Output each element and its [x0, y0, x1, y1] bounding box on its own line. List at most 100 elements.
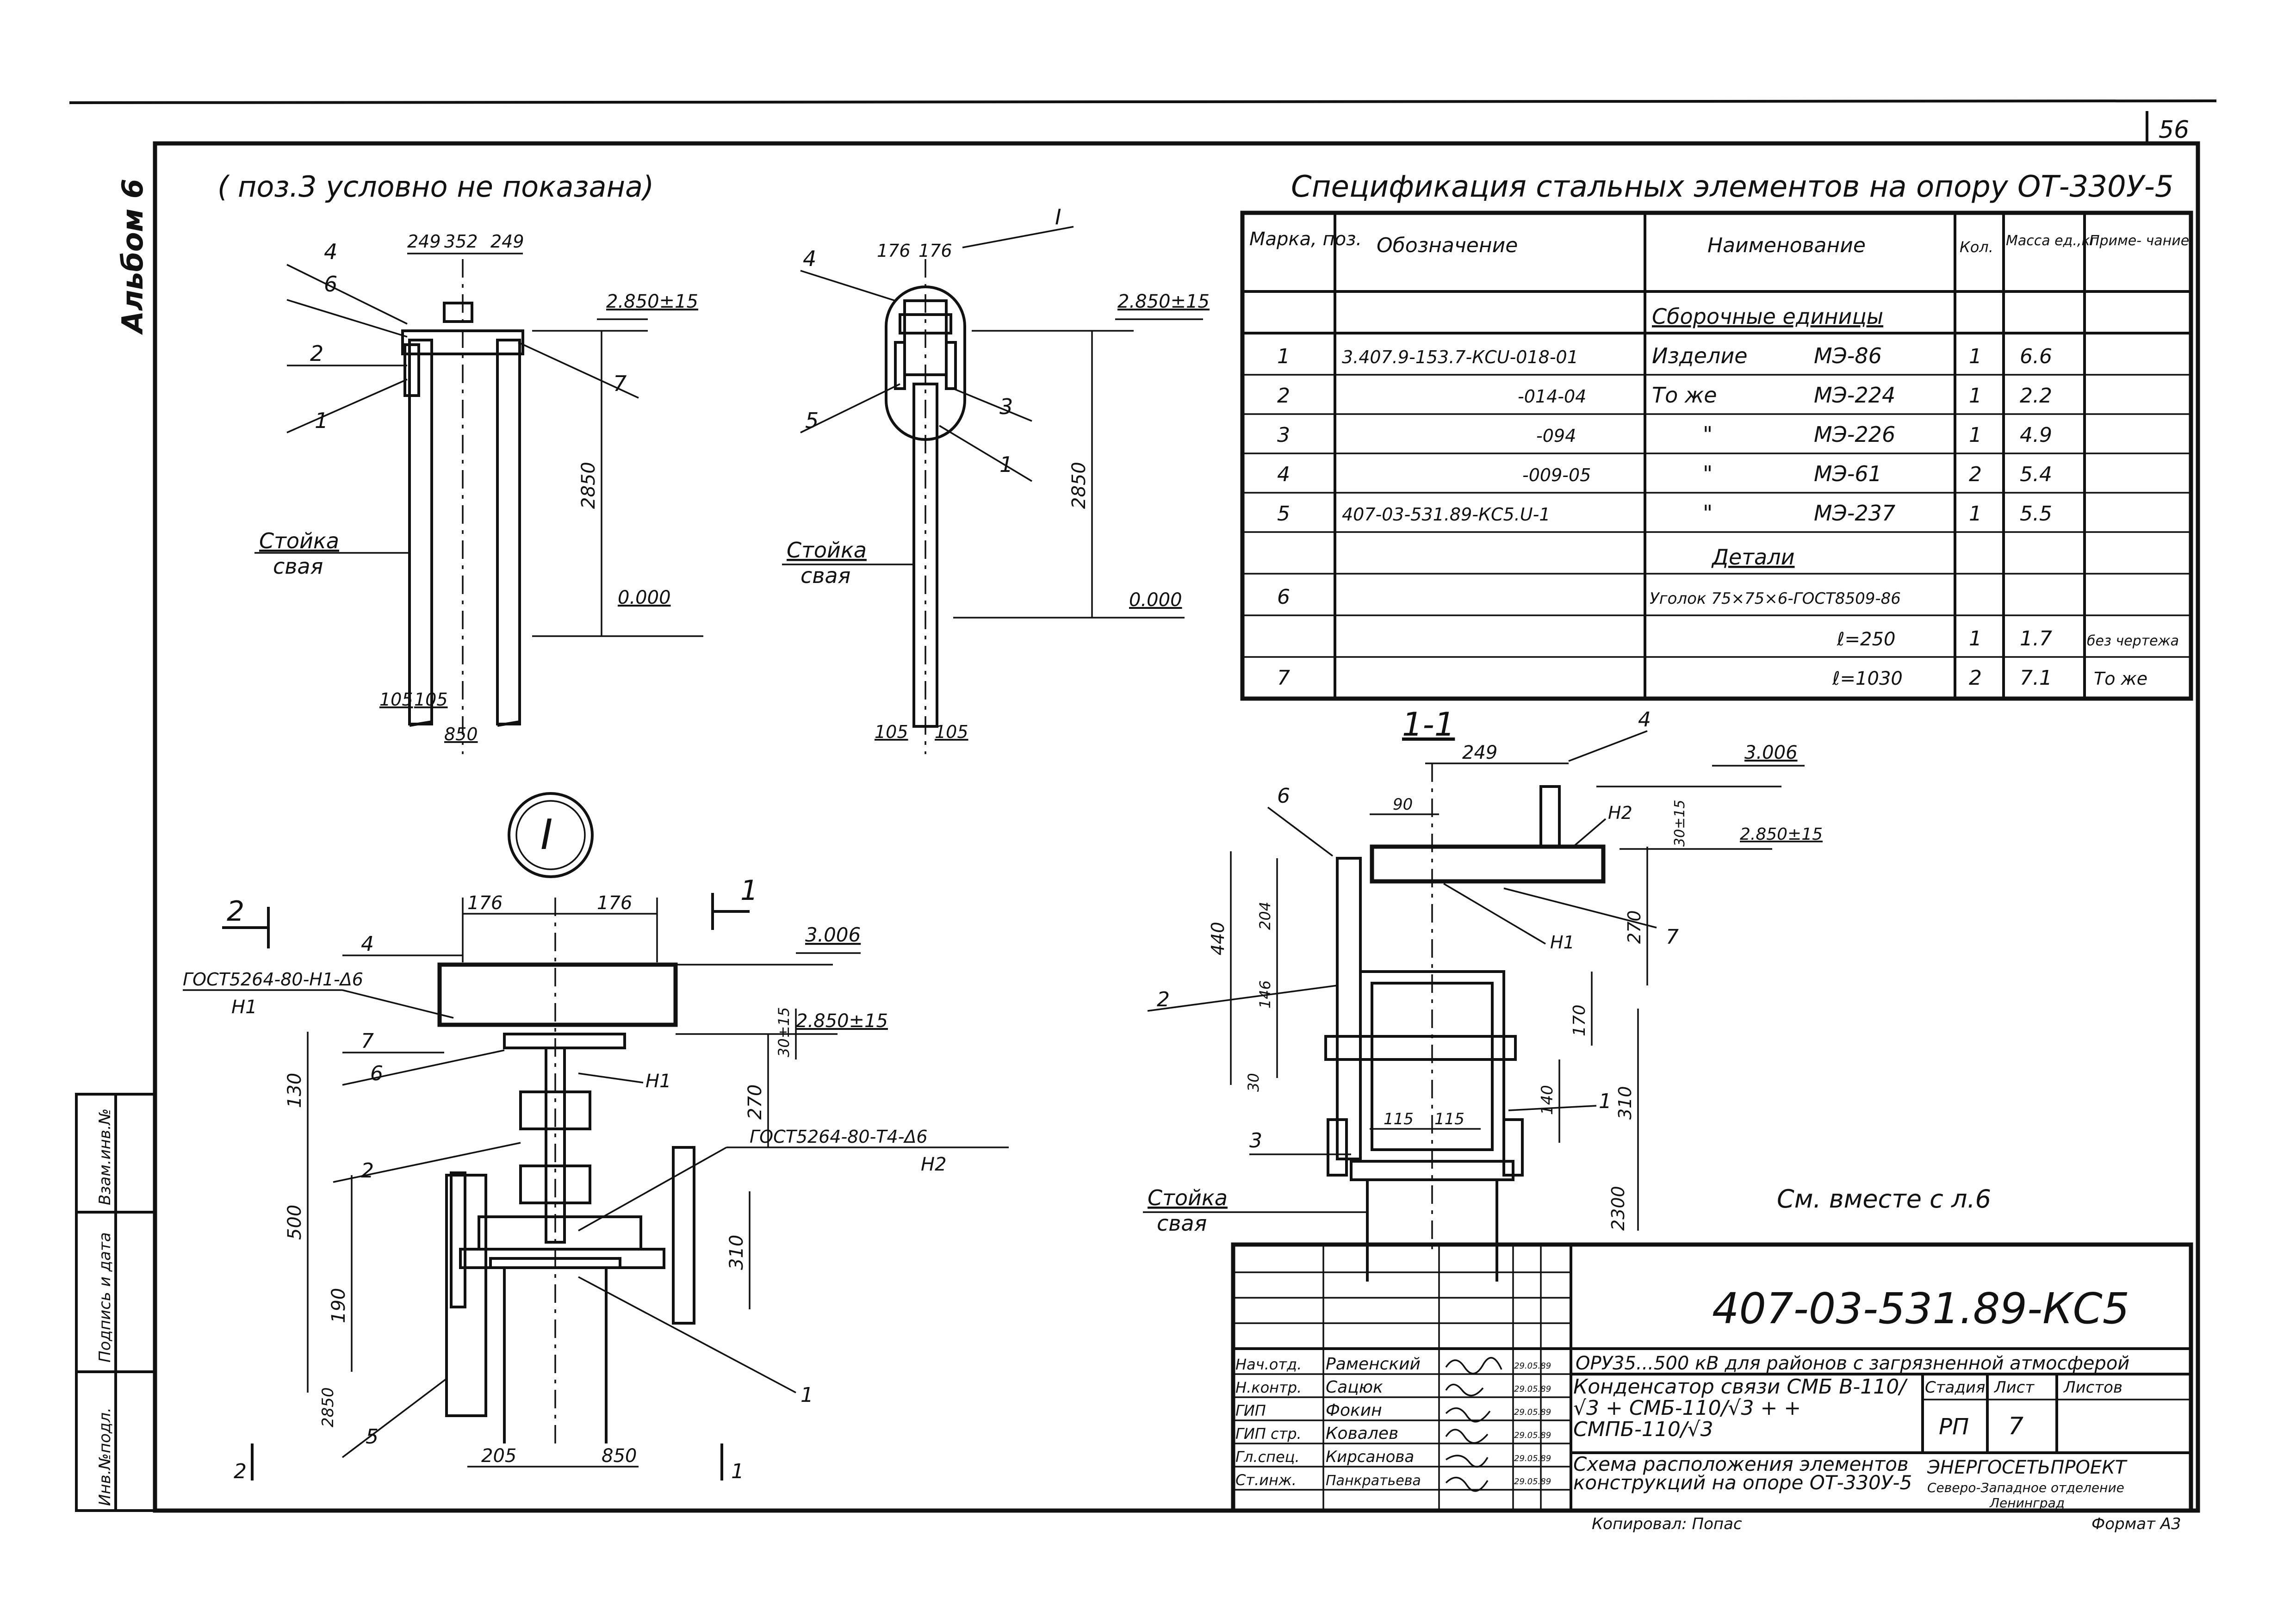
nd-elev-mid: 2.850±15 [796, 1010, 888, 1032]
tb-name-2: Сацюк [1326, 1378, 1383, 1397]
vf-bdim-3: 850 [444, 724, 478, 744]
s11-dim-310: 310 [1615, 1086, 1635, 1120]
top-border-line [69, 99, 2217, 104]
spec-r5-qty: 1 [1969, 502, 1982, 526]
nd-gost-2-mark: Н2 [921, 1154, 947, 1175]
spec-h-qty: Кол. [1960, 238, 1993, 256]
s11-dim-115a: 115 [1384, 1110, 1414, 1128]
spec-r4-name: " [1703, 461, 1713, 486]
vf-elev-zero: 0.000 [618, 587, 671, 608]
nd-gost-2: ГОСТ5264-80-Т4-Δ6 [750, 1127, 928, 1147]
signature-3 [1445, 1407, 1491, 1423]
s11-weld-h2: Н2 [1608, 803, 1632, 823]
spec-h-note: Приме- чание [2089, 233, 2189, 249]
spec-r6-pos: 6 [1277, 585, 1290, 609]
spec-r2-code: -014-04 [1518, 386, 1586, 407]
tb-date-6: 29.05.89 [1514, 1477, 1551, 1487]
nd-dim-left-2: 500 [284, 1205, 305, 1240]
vs-label-3: 3 [999, 394, 1013, 419]
spec-r3-pos: 3 [1277, 423, 1290, 447]
tb-sheets-label: Листов [2063, 1378, 2122, 1397]
side-stamp: Взам.инв.№ Подпись и дата Инв.№подл. [75, 1093, 156, 1512]
vf-dim-3: 249 [490, 231, 524, 252]
spec-r4-mark: МЭ-61 [1814, 461, 1882, 486]
tb-sheet-label: Лист [1993, 1378, 2035, 1397]
nd-dim-left-1: 130 [284, 1073, 305, 1108]
spec-table: Спецификация стальных элементов на опору… [1240, 170, 2193, 701]
spec-r6a-mass: 1.7 [2020, 627, 2052, 650]
spec-r5-code: 407-03-531.89-КС5.U-1 [1342, 504, 1550, 525]
tb-role-3: ГИП [1235, 1402, 1266, 1419]
tb-project: ОРУ35...500 кВ для районов с загрязненно… [1576, 1353, 2129, 1374]
tb-role-5: Гл.спец. [1235, 1448, 1300, 1466]
spec-r1-pos: 1 [1277, 345, 1290, 368]
vf-svaya: свая [273, 554, 323, 579]
s11-elev-mid: 2.850±15 [1740, 825, 1823, 844]
spec-group-assembly: Сборочные единицы [1652, 304, 1883, 329]
spec-r1-name: Изделие [1652, 343, 1748, 368]
nd-label-1: 1 [800, 1383, 813, 1407]
spec-h-code: Обозначение [1377, 234, 1518, 257]
spec-r1-mass: 6.6 [2020, 345, 2052, 368]
spec-r6a-note: без чертежа [2087, 633, 2179, 649]
vs-label-1: 1 [999, 452, 1013, 477]
nd-label-2: 2 [361, 1159, 374, 1183]
vs-node-mark: I [1055, 204, 1061, 229]
tb-copied-by: Копировал: Попас [1592, 1515, 1742, 1533]
tb-date-1: 29.05.89 [1514, 1361, 1551, 1371]
tb-date-5: 29.05.89 [1514, 1454, 1551, 1463]
s11-label-3: 3 [1249, 1129, 1262, 1152]
s11-label-7: 7 [1666, 925, 1679, 949]
s11-dim-170: 170 [1570, 1004, 1589, 1036]
spec-r6a-qty: 1 [1969, 627, 1982, 650]
stamp-sign: Подпись и дата [96, 1232, 114, 1363]
tb-org-sub: Северо-Западное отделение [1927, 1480, 2124, 1495]
vf-label-6: 6 [324, 272, 337, 297]
view-side: 176 176 I 4 5 3 1 2.850±15 0.000 2850 Ст… [782, 204, 1210, 754]
vs-stoyka: Стойка [787, 538, 867, 563]
s11-dim-30pm15: 30±15 [1672, 800, 1688, 847]
s11-title: 1-1 [1402, 706, 1455, 743]
spec-h-pos: Марка, поз. [1249, 229, 1362, 250]
signature-1 [1445, 1357, 1502, 1375]
vs-elev-zero: 0.000 [1129, 589, 1182, 611]
spec-r7-mass: 7.1 [2020, 666, 2052, 690]
vs-label-5: 5 [805, 408, 819, 433]
s11-svaya: свая [1157, 1211, 1207, 1236]
nd-dim-right-1: 30±15 [775, 1007, 793, 1057]
signature-5 [1446, 1455, 1489, 1468]
nd-section-left: 2 [227, 895, 244, 928]
s11-note: См. вместе с л.6 [1777, 1184, 1991, 1214]
vf-dim-2: 352 [444, 231, 478, 252]
title-block: 407-03-531.89-КС5 ОРУ35...500 кВ для рай… [1231, 1242, 2193, 1533]
spec-r4-code: -009-05 [1522, 465, 1591, 485]
nd-top-plate [437, 962, 678, 1027]
spec-r3-mark: МЭ-226 [1814, 422, 1895, 447]
tb-stage: РП [1939, 1414, 1969, 1440]
vs-bdim-1: 105 [875, 722, 908, 742]
tb-name-6: Панкратьева [1326, 1473, 1421, 1489]
tb-role-4: ГИП стр. [1235, 1425, 1302, 1443]
signature-6 [1445, 1477, 1489, 1492]
s11-label-4: 4 [1638, 708, 1651, 731]
s11-weld-h1: Н1 [1550, 932, 1575, 953]
spec-r7-pos: 7 [1277, 666, 1290, 690]
vf-bdim-2: 105 [414, 689, 448, 710]
spec-r2-name: То же [1652, 383, 1717, 408]
s11-label-1: 1 [1599, 1090, 1612, 1113]
s11-dim-249: 249 [1462, 742, 1497, 763]
tb-date-3: 29.05.89 [1514, 1407, 1551, 1417]
tb-role-6: Ст.инж. [1235, 1471, 1297, 1489]
tb-org: ЭНЕРГОСЕТЬПРОЕКТ [1927, 1457, 2128, 1478]
s11-dim-2300: 2300 [1608, 1186, 1628, 1231]
s11-dim-270: 270 [1624, 910, 1644, 944]
spec-r3-qty: 1 [1969, 423, 1982, 447]
spec-r1-qty: 1 [1969, 345, 1982, 368]
spec-r5-name: " [1703, 501, 1713, 526]
section-1-1: 1-1 249 90 4 3.006 2.850±15 6 2 3 7 1 [1143, 706, 1991, 1282]
spec-r7-qty: 2 [1969, 666, 1982, 690]
node-detail: I 2 1 176 176 4 3.006 2.850±15 ГОСТ5264-… [183, 792, 1009, 1483]
nd-elev-top: 3.006 [805, 923, 861, 946]
vf-label-4: 4 [324, 239, 337, 264]
vf-height: 2850 [578, 462, 599, 509]
